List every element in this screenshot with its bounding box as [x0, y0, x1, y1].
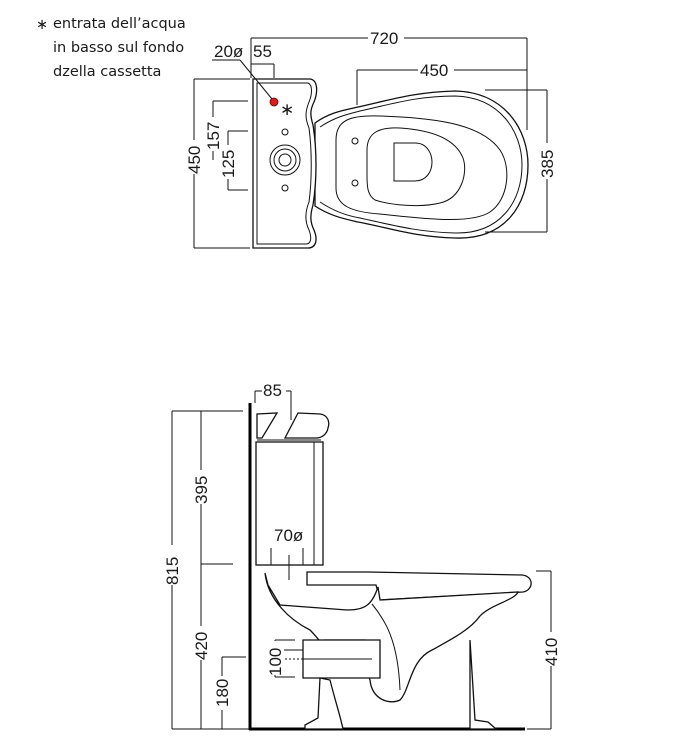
note-line-1: entrata dell’acqua: [53, 16, 186, 32]
tank-outline-top: [252, 78, 318, 249]
inlet-asterisk: ∗: [280, 100, 294, 119]
pedestal-foot: [304, 639, 498, 730]
bowl-outline-top: [314, 90, 529, 239]
tank-hole: [281, 184, 289, 192]
note-symbol: ∗: [36, 17, 48, 33]
bowl-opening: [366, 127, 466, 207]
water-inlet-dot: [269, 97, 279, 107]
dim-410: 410: [542, 638, 561, 666]
dim-70-diameter: 70ø: [274, 526, 303, 545]
dim-450-tank: 450: [185, 146, 204, 174]
note-line-3: dzella cassetta: [53, 64, 161, 80]
dim-180: 180: [213, 679, 232, 707]
water-inlet-note: ∗ entrata dell’acqua in basso sul fondo …: [36, 16, 186, 80]
drain-outline: [393, 142, 433, 182]
dim-395: 395: [192, 476, 211, 504]
dim-125: 125: [219, 150, 238, 178]
tank-body: [255, 441, 324, 566]
flush-valve-mid: [273, 148, 297, 172]
dim-55: 55: [253, 42, 272, 61]
note-line-2: in basso sul fondo: [53, 40, 184, 56]
dim-85: 85: [263, 381, 282, 400]
side-view: 85 815 395 420 180 100 70ø 410: [163, 380, 561, 731]
tank-inner: [256, 82, 312, 245]
tank-lid: [256, 412, 330, 439]
top-view: ∗ 720 450 20ø 55: [185, 27, 557, 249]
seat-hinge-hole: [351, 179, 359, 187]
dim-720: 720: [370, 29, 398, 48]
seat-outline: [335, 115, 508, 220]
seat-hinge-hole: [351, 137, 359, 145]
dim-420: 420: [192, 632, 211, 660]
dim-100: 100: [266, 648, 285, 676]
flush-valve-inner: [278, 153, 292, 167]
inlet-leader: [239, 59, 273, 100]
bowl-inner-rim: [319, 95, 523, 234]
dim-385: 385: [538, 150, 557, 178]
dim-157: 157: [204, 122, 223, 150]
dim-815: 815: [163, 557, 182, 585]
dim-20-diameter: 20ø: [214, 42, 243, 61]
dim-450-bowl: 450: [420, 61, 448, 80]
tank-hole: [281, 128, 289, 136]
flush-valve-outer: [269, 144, 301, 176]
